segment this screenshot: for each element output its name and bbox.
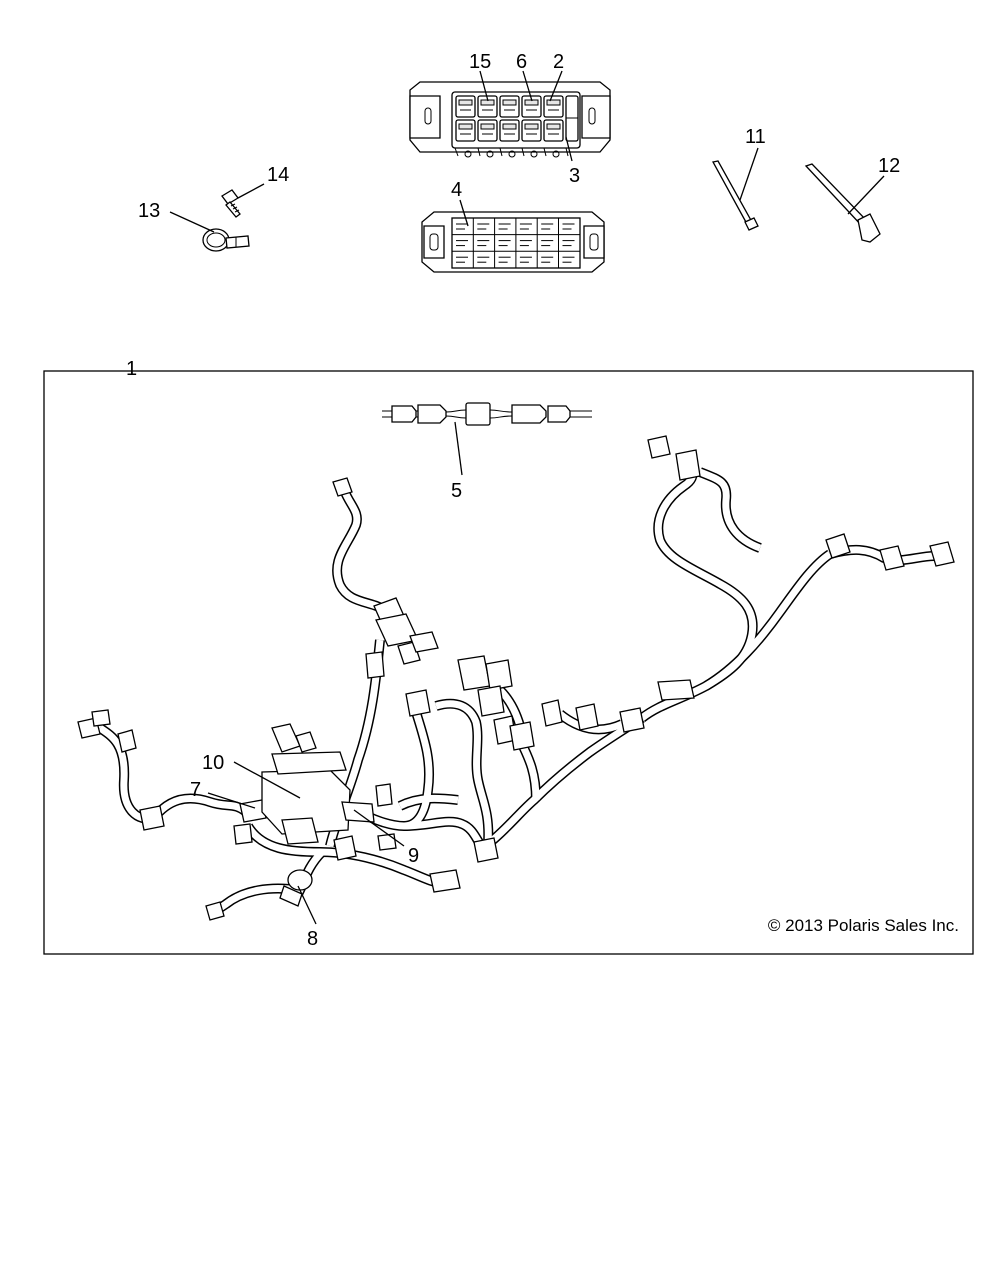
harness-connectors[interactable] bbox=[77, 435, 955, 921]
harness-frame bbox=[43, 370, 974, 955]
clamp-screw[interactable] bbox=[221, 189, 241, 218]
fuse-slot-tab bbox=[458, 123, 473, 130]
cable-tie-large[interactable] bbox=[804, 163, 881, 243]
fuse-slot-tab bbox=[502, 99, 517, 106]
fuse-slot bbox=[455, 119, 476, 142]
callout-7: 7 bbox=[190, 779, 201, 801]
fuse-slot bbox=[499, 119, 520, 142]
fuse-slot-tab bbox=[502, 123, 517, 130]
fuse-slot bbox=[477, 119, 498, 142]
inline-fuse-harness[interactable] bbox=[382, 402, 592, 426]
harness-wire-outline bbox=[698, 467, 762, 553]
fuse-slot-tab bbox=[480, 123, 495, 130]
harness-wire-fill bbox=[557, 711, 624, 733]
callout-8: 8 bbox=[307, 928, 318, 950]
fuse-slot bbox=[499, 95, 520, 118]
harness-wire-fill bbox=[98, 725, 155, 823]
fuse-slot bbox=[543, 119, 564, 142]
callout-2: 2 bbox=[553, 51, 564, 73]
harness-wire-fill bbox=[639, 457, 757, 721]
fuse-slot-tab bbox=[524, 123, 539, 130]
callout-11: 11 bbox=[745, 126, 766, 148]
harness-clamp[interactable] bbox=[202, 228, 250, 252]
callout-9: 9 bbox=[408, 845, 419, 867]
harness-wire-fill bbox=[698, 468, 762, 552]
fuse-box-cover[interactable] bbox=[421, 211, 605, 273]
fuse-slot-tab bbox=[546, 123, 561, 130]
fuse-slot bbox=[543, 95, 564, 118]
cable-tie-small[interactable] bbox=[712, 160, 759, 231]
callout-labels: 15 6 2 3 4 14 13 11 12 1 5 10 7 9 8 bbox=[126, 51, 900, 950]
harness-wire-fill bbox=[485, 715, 644, 847]
main-wiring-harness[interactable] bbox=[97, 455, 935, 917]
harness-wire-fill bbox=[333, 490, 391, 615]
callout-13: 13 bbox=[138, 200, 160, 222]
leader-lines bbox=[169, 70, 885, 925]
harness-wire-fill bbox=[497, 687, 524, 727]
fuse-slot-tab bbox=[458, 99, 473, 106]
callout-6: 6 bbox=[516, 51, 527, 73]
callout-1: 1 bbox=[126, 358, 137, 380]
harness-wire-fill bbox=[434, 700, 492, 845]
fuse-slot bbox=[455, 95, 476, 118]
callout-12: 12 bbox=[878, 155, 900, 177]
fuse-slot bbox=[521, 119, 542, 142]
harness-wire-fill bbox=[354, 710, 433, 830]
callout-4: 4 bbox=[451, 179, 462, 201]
callout-14: 14 bbox=[267, 164, 289, 186]
fuse-box-base[interactable] bbox=[409, 81, 611, 158]
harness-wire-fill bbox=[398, 794, 459, 810]
harness-wire-fill bbox=[151, 795, 249, 821]
copyright-text: © 2013 Polaris Sales Inc. bbox=[768, 916, 959, 935]
fuse-slot-tab bbox=[546, 99, 561, 106]
callout-15: 15 bbox=[469, 51, 491, 73]
callout-10: 10 bbox=[202, 752, 224, 774]
callout-5: 5 bbox=[451, 480, 462, 502]
callout-3: 3 bbox=[569, 165, 580, 187]
harness-wire-fill bbox=[704, 551, 833, 690]
harness-wire-outline bbox=[638, 455, 758, 723]
